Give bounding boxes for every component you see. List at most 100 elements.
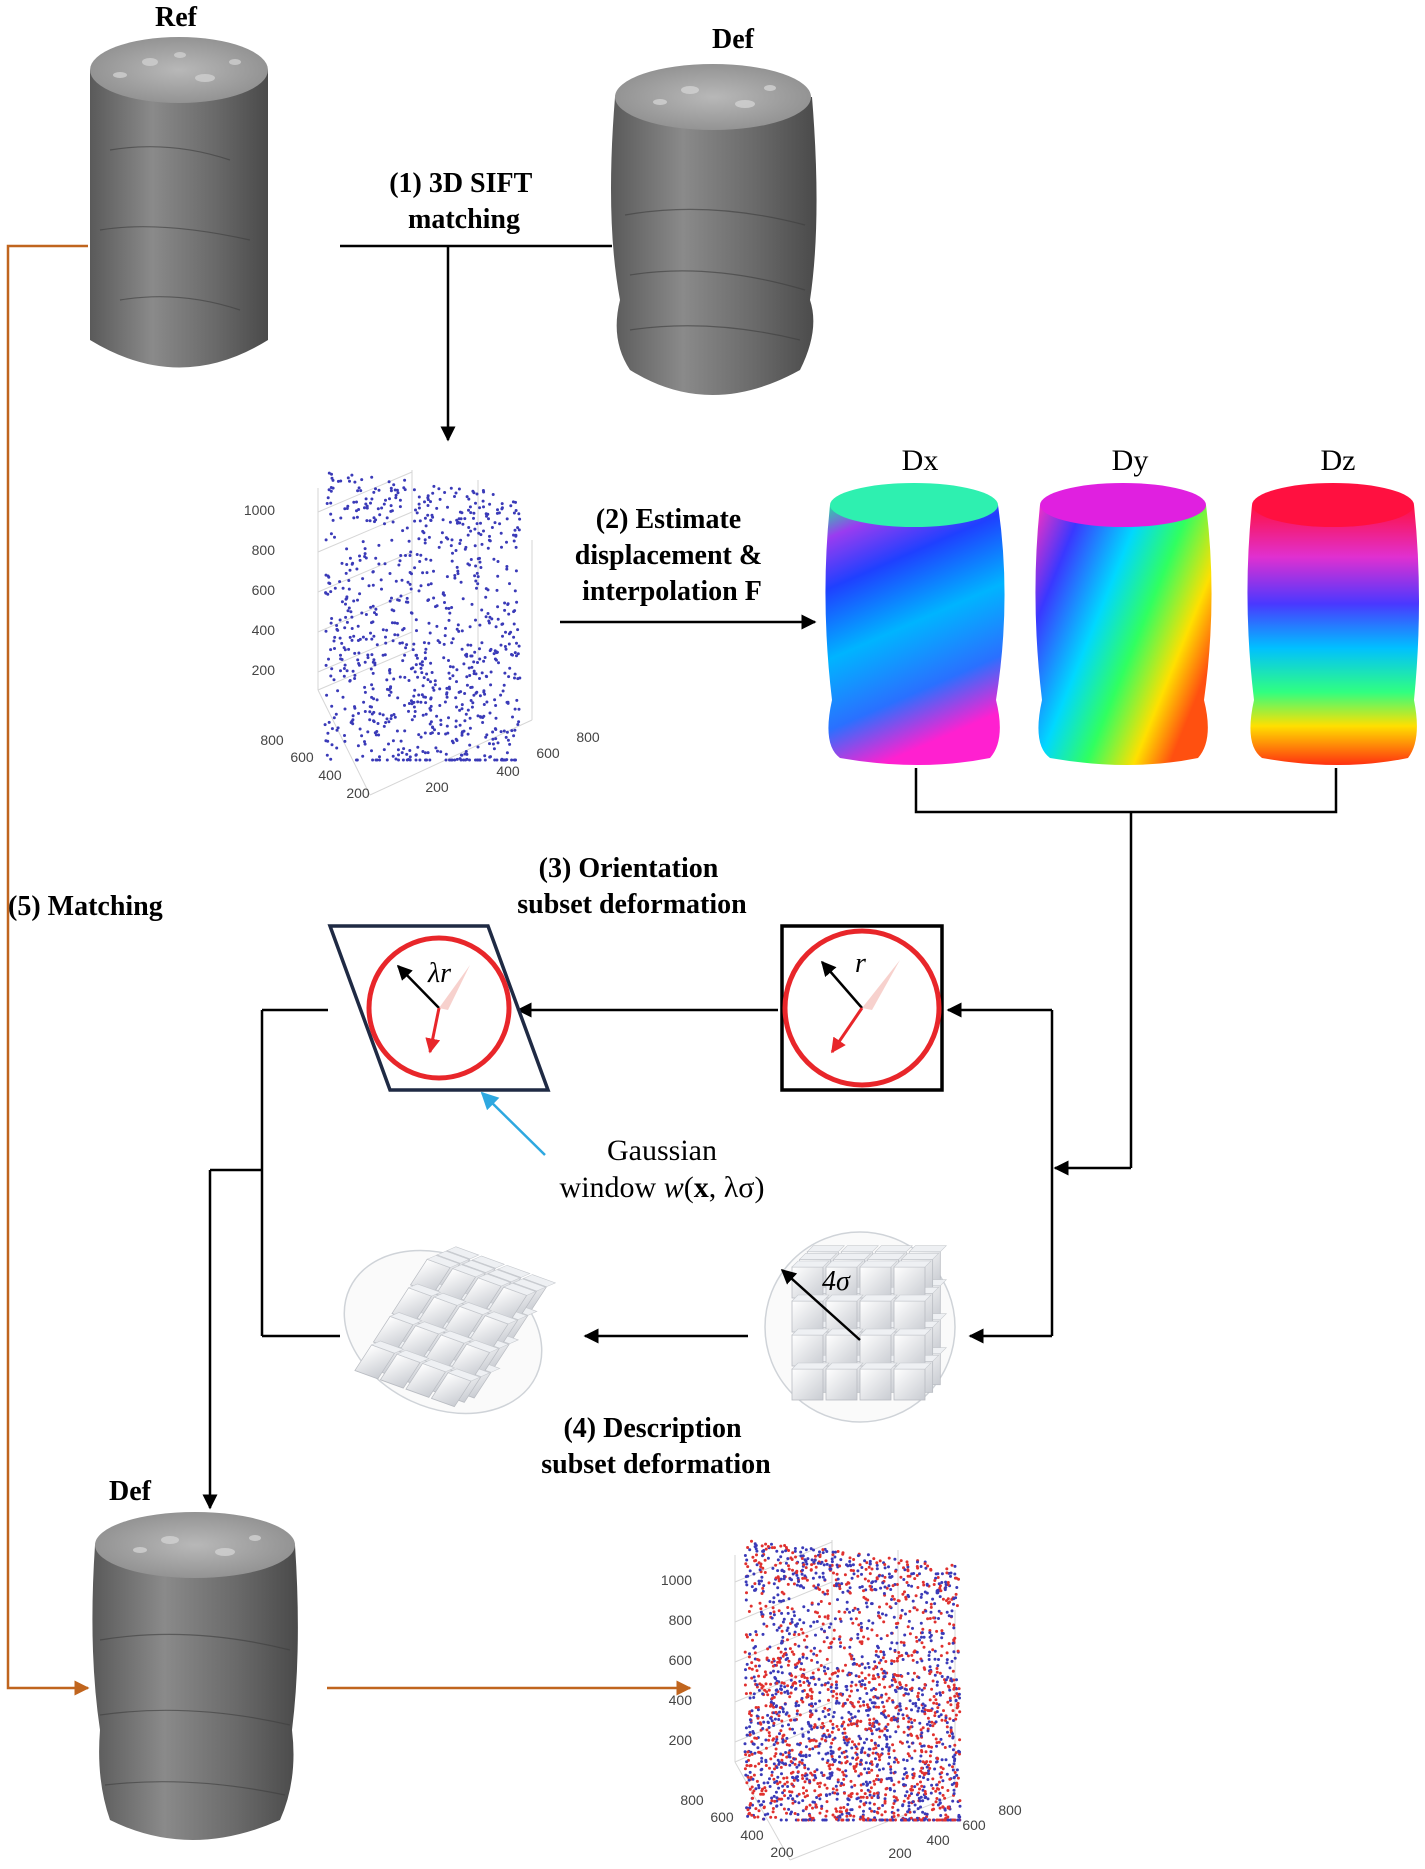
data-point	[900, 1674, 904, 1678]
data-point	[915, 1793, 919, 1797]
data-point	[843, 1727, 846, 1731]
data-point	[860, 1655, 864, 1659]
data-point	[756, 1706, 760, 1709]
data-point	[835, 1817, 838, 1821]
data-point	[760, 1544, 764, 1548]
data-point	[801, 1809, 805, 1813]
data-point	[463, 719, 467, 723]
data-point	[876, 1774, 879, 1778]
data-point	[870, 1628, 874, 1632]
data-point	[854, 1617, 858, 1621]
data-point	[865, 1703, 869, 1707]
data-point	[854, 1769, 857, 1773]
data-point	[384, 641, 388, 645]
data-point	[883, 1566, 887, 1570]
data-point	[858, 1680, 862, 1684]
data-point	[949, 1677, 953, 1681]
data-point	[823, 1683, 827, 1687]
data-point	[877, 1611, 880, 1615]
data-point	[761, 1727, 765, 1730]
data-point	[795, 1709, 799, 1713]
data-point	[793, 1549, 797, 1553]
data-point	[887, 1714, 891, 1718]
data-point	[413, 566, 417, 570]
data-point	[753, 1679, 757, 1683]
data-point	[743, 1767, 747, 1771]
data-point	[336, 628, 340, 632]
data-point	[944, 1583, 948, 1587]
voxel-cube	[791, 1328, 830, 1367]
data-point	[482, 529, 485, 533]
data-point	[795, 1712, 799, 1716]
data-point	[840, 1716, 844, 1720]
data-point	[947, 1763, 951, 1767]
data-point	[912, 1772, 916, 1776]
data-point	[842, 1773, 846, 1777]
data-point	[518, 676, 522, 680]
data-point	[440, 531, 444, 535]
data-point	[928, 1631, 932, 1635]
data-point	[501, 634, 504, 638]
data-point	[823, 1818, 827, 1822]
data-point	[851, 1818, 855, 1822]
data-point	[353, 706, 357, 710]
data-point	[951, 1735, 955, 1739]
data-point	[745, 1583, 749, 1587]
data-point	[931, 1803, 935, 1807]
data-point	[948, 1600, 951, 1604]
data-point	[808, 1780, 812, 1784]
data-point	[465, 675, 469, 679]
data-point	[944, 1719, 947, 1722]
data-point	[325, 753, 329, 757]
data-point	[487, 517, 490, 521]
data-point	[791, 1797, 795, 1801]
data-point	[929, 1750, 933, 1754]
data-point	[935, 1591, 939, 1595]
data-point	[776, 1741, 780, 1745]
data-point	[751, 1791, 755, 1795]
data-point	[762, 1817, 766, 1821]
data-point	[917, 1796, 921, 1800]
data-point	[762, 1781, 766, 1785]
data-point	[915, 1608, 919, 1612]
data-point	[388, 572, 392, 575]
data-point	[848, 1560, 852, 1563]
data-point	[444, 752, 448, 756]
data-point	[835, 1563, 839, 1567]
data-point	[357, 663, 361, 667]
data-point	[791, 1551, 795, 1555]
data-point	[348, 635, 352, 639]
data-point	[481, 489, 485, 492]
data-point	[888, 1787, 892, 1790]
data-point	[371, 687, 375, 691]
data-point	[368, 710, 372, 714]
data-point	[463, 517, 467, 521]
data-point	[391, 639, 395, 643]
data-point	[348, 479, 351, 483]
data-point	[773, 1676, 777, 1679]
data-point	[826, 1729, 830, 1732]
data-point	[397, 753, 400, 757]
data-point	[942, 1709, 945, 1713]
data-point	[752, 1675, 756, 1679]
data-point	[485, 733, 489, 737]
voxel-cube	[893, 1260, 932, 1299]
y-tick-label: 600	[962, 1817, 986, 1833]
data-point	[801, 1568, 804, 1572]
data-point	[500, 545, 503, 549]
data-point	[758, 1721, 762, 1725]
data-point	[826, 1592, 829, 1596]
data-point	[473, 650, 477, 654]
data-point	[891, 1594, 895, 1598]
data-point	[417, 506, 421, 510]
data-point	[867, 1747, 871, 1751]
data-point	[887, 1584, 891, 1588]
data-point	[363, 685, 367, 689]
data-point	[953, 1759, 956, 1763]
voxel-cube	[825, 1260, 864, 1299]
data-point	[451, 665, 455, 669]
data-point	[846, 1589, 850, 1593]
data-point	[957, 1687, 961, 1691]
data-point	[844, 1737, 848, 1741]
